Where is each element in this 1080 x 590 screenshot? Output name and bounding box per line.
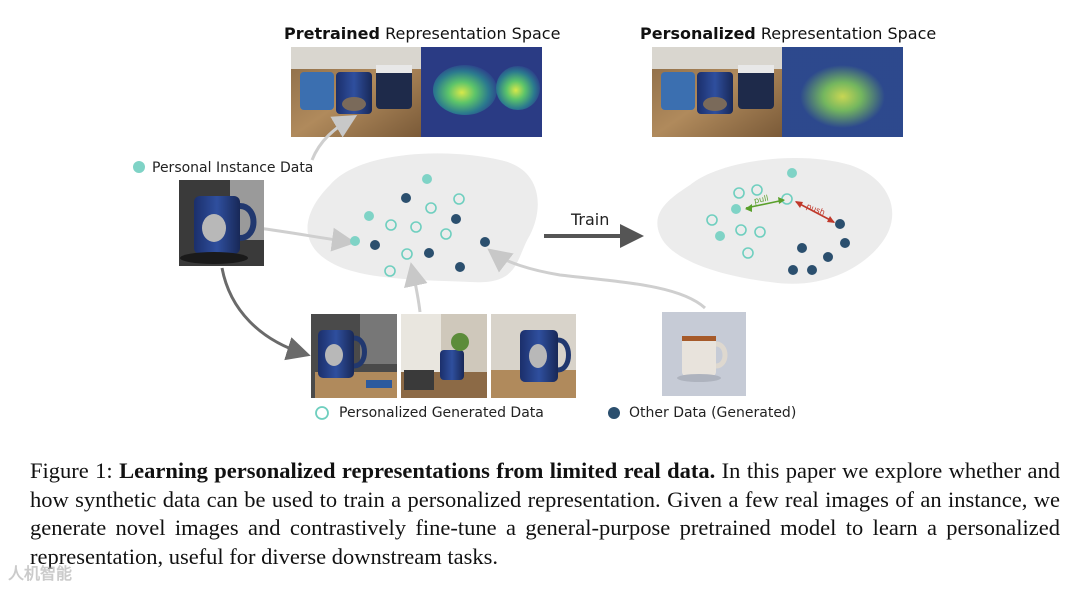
figure-caption: Figure 1: Learning personalized represen… [30,457,1060,571]
caption-label: Figure 1: [30,458,113,483]
instance-to-generated-arrow [220,267,311,361]
pretrained-heatmap [421,47,542,137]
caption-bold: Learning personalized representations fr… [119,458,716,483]
personal-instance-mug-photo [179,180,264,266]
generated-to-space-arrow [404,262,428,313]
legend-generated-label: Personalized Generated Data [339,405,544,421]
personal-instance-label: Personal Instance Data [152,160,314,176]
other-data-mug-photo [662,312,746,396]
generated-photo-3 [491,314,576,398]
personalized-mugs-photo [652,47,782,137]
legend-other-label: Other Data (Generated) [629,405,797,421]
personalized-points [706,168,850,275]
generated-photo-1 [311,314,397,398]
other-legend-dot [608,407,620,419]
watermark: 人机智能 [8,564,73,583]
caption-text: In this paper we explore whether and how… [30,458,1061,569]
figure-graphics [133,47,903,420]
pretrained-space-title: Pretrained Representation Space [284,24,561,43]
instance-to-space-arrow [257,226,356,252]
pretrained-mugs-photo [291,47,421,137]
figure: Pretrained Representation Space Personal… [133,24,937,421]
other-to-space-arrow [487,248,707,310]
instance-to-photo-arrow [310,114,358,161]
personalized-space-blob [657,157,893,284]
personalized-heatmap [782,47,903,137]
personal-instance-legend-dot [133,161,145,173]
generated-photo-2 [401,314,487,398]
train-label: Train [571,210,610,229]
personalized-space-title: Personalized Representation Space [640,24,937,43]
pretrained-space-blob [307,153,538,283]
pretrained-points [350,174,490,277]
generated-legend-ring [315,406,329,420]
